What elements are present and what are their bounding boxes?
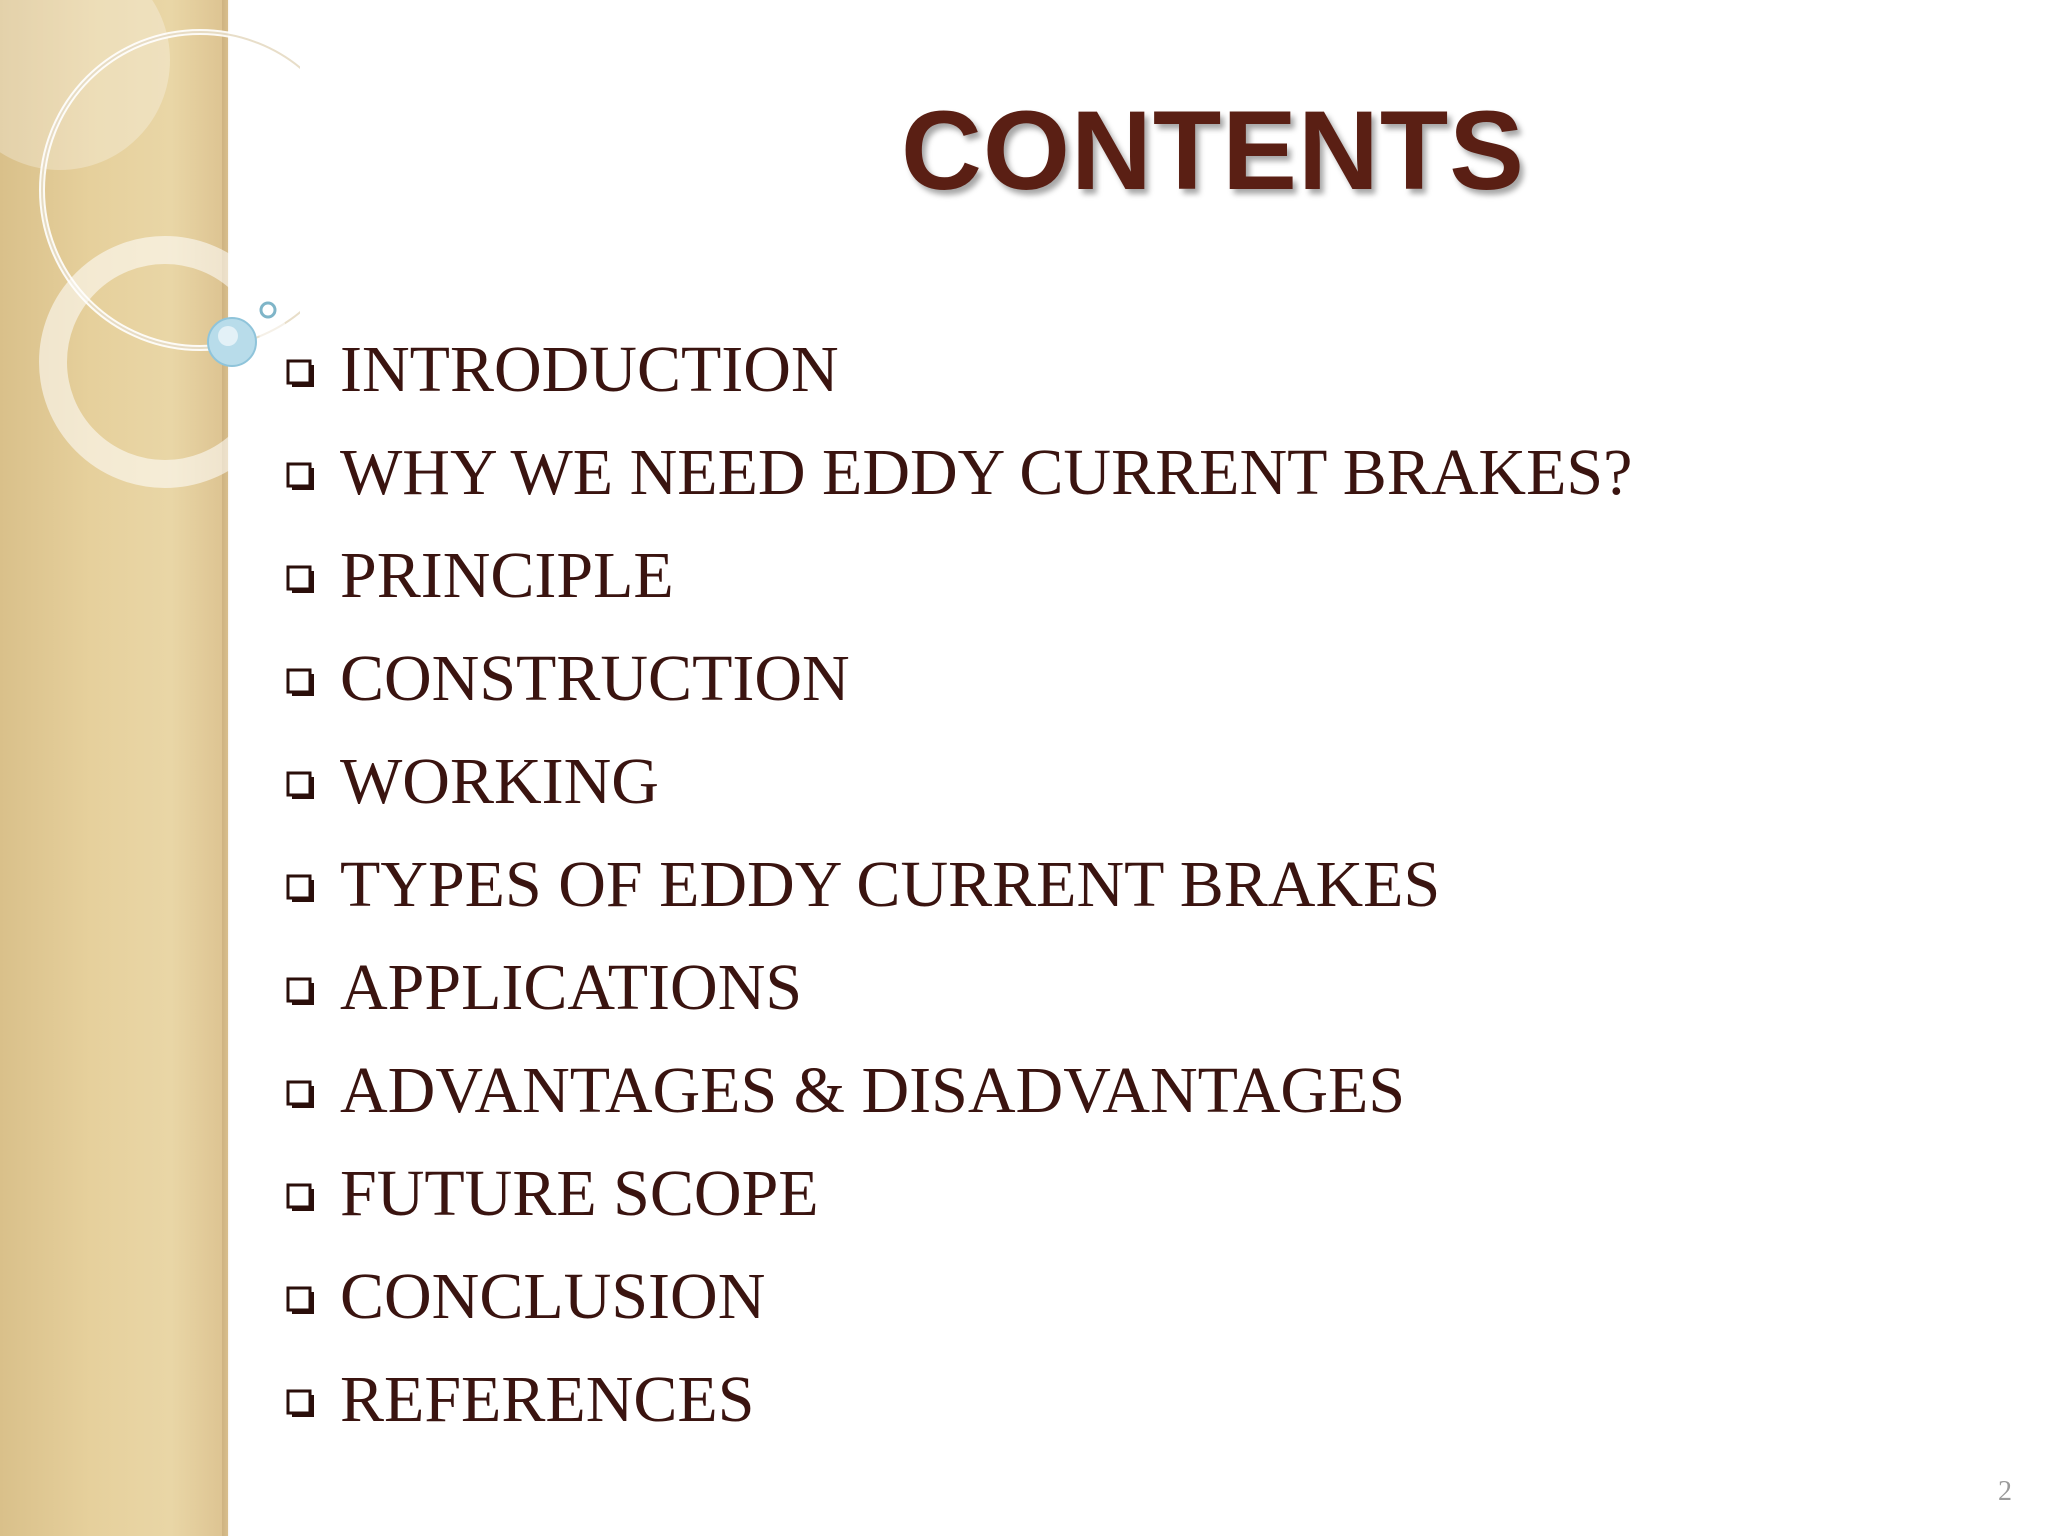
list-item: INTRODUCTION (286, 318, 1632, 421)
list-item: CONCLUSION (286, 1245, 1632, 1348)
square-bullet-icon (286, 565, 314, 593)
list-item: CONSTRUCTION (286, 627, 1632, 730)
list-item-label: CONSTRUCTION (340, 641, 850, 715)
side-panel-shadow (222, 0, 230, 1536)
list-item: APPLICATIONS (286, 936, 1632, 1039)
list-item: REFERENCES (286, 1348, 1632, 1451)
list-item-label: WHY WE NEED EDDY CURRENT BRAKES? (340, 435, 1633, 509)
list-item: TYPES OF EDDY CURRENT BRAKES (286, 833, 1632, 936)
list-item: ADVANTAGES & DISADVANTAGES (286, 1039, 1632, 1142)
page-title: CONTENTS (901, 88, 1525, 213)
square-bullet-icon (286, 668, 314, 696)
list-item-label: INTRODUCTION (340, 332, 839, 406)
square-bullet-icon (286, 1183, 314, 1211)
list-item-label: TYPES OF EDDY CURRENT BRAKES (340, 847, 1441, 921)
square-bullet-icon (286, 1286, 314, 1314)
decorative-rings (0, 0, 300, 488)
page-number: 2 (1998, 1476, 2012, 1507)
list-item-label: WORKING (340, 744, 659, 818)
square-bullet-icon (286, 977, 314, 1005)
contents-list: INTRODUCTION WHY WE NEED EDDY CURRENT BR… (286, 318, 1632, 1451)
list-item-label: APPLICATIONS (340, 950, 803, 1024)
list-item-label: ADVANTAGES & DISADVANTAGES (340, 1053, 1406, 1127)
list-item-label: FUTURE SCOPE (340, 1156, 819, 1230)
square-bullet-icon (286, 1389, 314, 1417)
list-item-label: CONCLUSION (340, 1259, 766, 1333)
list-item: WHY WE NEED EDDY CURRENT BRAKES? (286, 421, 1632, 524)
square-bullet-icon (286, 1080, 314, 1108)
list-item: FUTURE SCOPE (286, 1142, 1632, 1245)
list-item: WORKING (286, 730, 1632, 833)
list-item-label: REFERENCES (340, 1362, 755, 1436)
square-bullet-icon (286, 462, 314, 490)
square-bullet-icon (286, 359, 314, 387)
list-item: PRINCIPLE (286, 524, 1632, 627)
list-item-label: PRINCIPLE (340, 538, 674, 612)
square-bullet-icon (286, 771, 314, 799)
square-bullet-icon (286, 874, 314, 902)
